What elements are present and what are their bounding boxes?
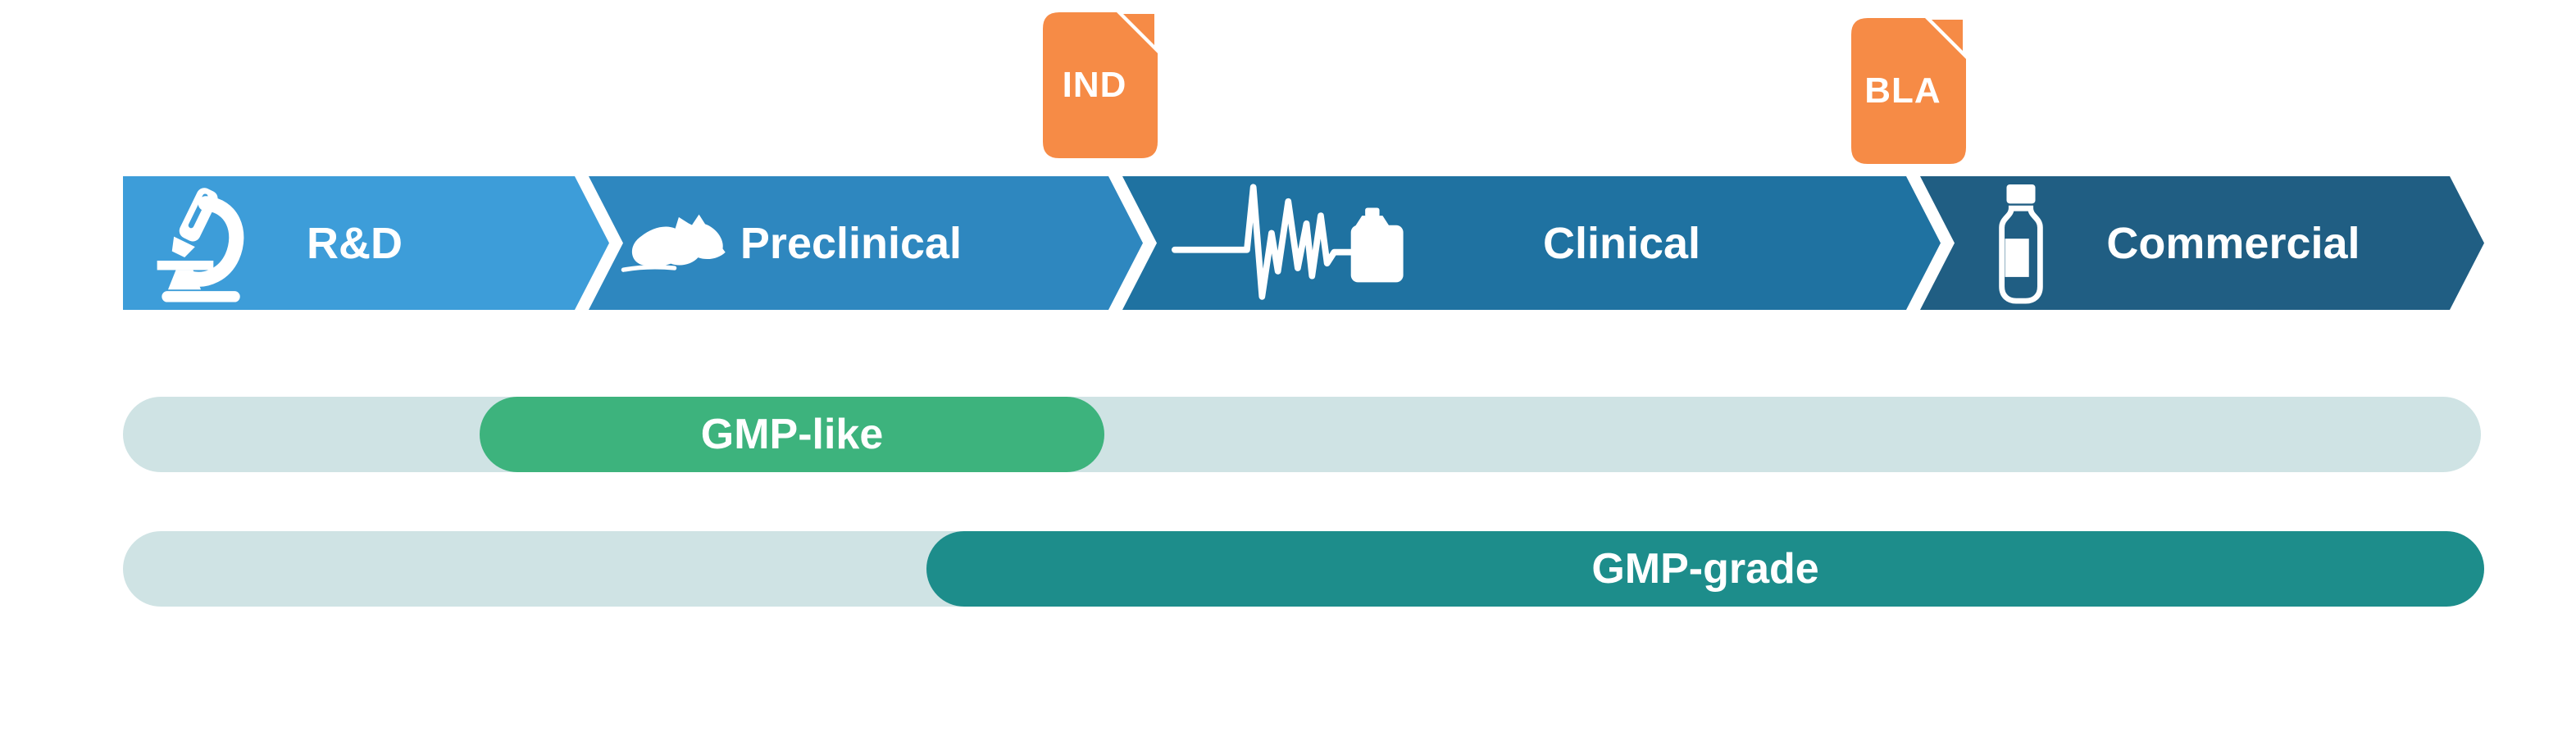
document-icon (1043, 12, 1158, 158)
gmp-like-label: GMP-like (700, 411, 884, 458)
milestone-badge-bla: BLA (1851, 18, 1966, 164)
gmp-grade-label: GMP-grade (1591, 545, 1819, 593)
mouse-icon (618, 209, 741, 278)
milestone-label: IND (1062, 65, 1127, 105)
gmp-like-pill: GMP-like (480, 397, 1104, 472)
stage-label: Commercial (2106, 218, 2360, 268)
milestone-label: BLA (1864, 70, 1941, 111)
stage-label: R&D (307, 218, 403, 268)
milestone-badge-ind: IND (1043, 12, 1158, 158)
stage-segment-clinical: Clinical (1122, 176, 1941, 310)
stage-label: Preclinical (740, 218, 963, 268)
medicine-bottle-icon (1987, 183, 2055, 304)
gmp-like-track (123, 397, 2481, 472)
stage-label: Clinical (1542, 218, 1701, 268)
stage-segment-commercial: Commercial (1920, 176, 2484, 310)
gmp-grade-pill: GMP-grade (926, 531, 2484, 607)
microscope-icon (151, 184, 253, 302)
ekg-clipboard-icon (1172, 184, 1418, 303)
document-icon (1851, 18, 1966, 164)
stage-segment-preclinical: Preclinical (589, 176, 1143, 310)
stage-segment-rd: R&D (123, 176, 609, 310)
